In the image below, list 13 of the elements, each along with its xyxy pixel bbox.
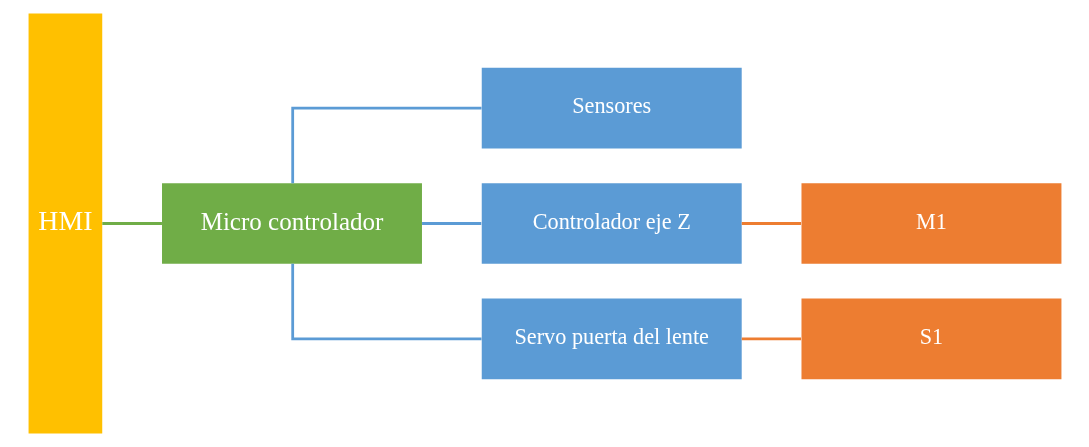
- node-box: Controlador eje Z: [481, 183, 742, 264]
- connector: [741, 337, 801, 341]
- node-box: M1: [801, 183, 1061, 264]
- connector: [290, 106, 481, 184]
- node-box: Micro controlador: [161, 183, 422, 264]
- connector: [290, 263, 481, 341]
- connector: [101, 222, 162, 225]
- node-box: HMI: [28, 13, 102, 434]
- connector: [421, 222, 481, 225]
- node-box: S1: [801, 298, 1061, 380]
- node-box: Sensores: [481, 67, 742, 149]
- connector: [741, 222, 801, 225]
- node-box: Servo puerta del lente: [481, 298, 742, 380]
